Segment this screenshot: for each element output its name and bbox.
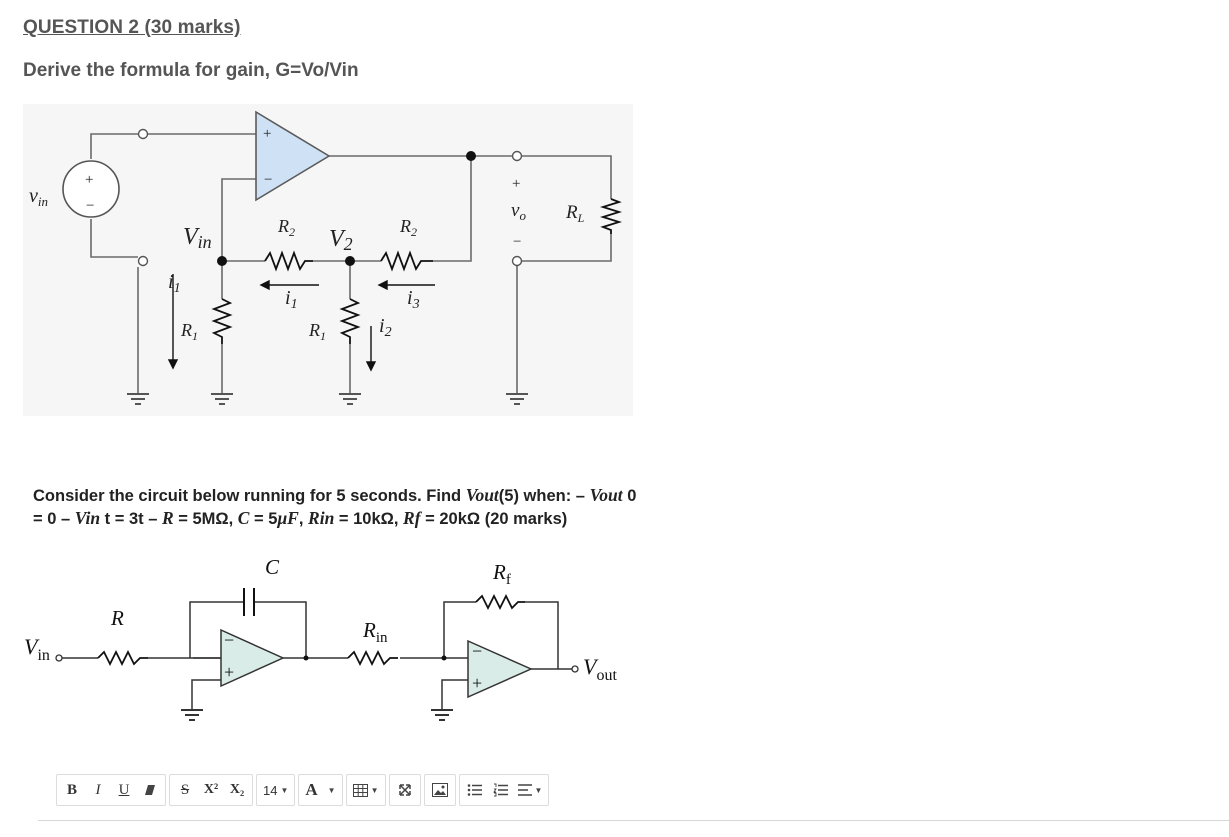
i1-left-label: i <box>168 271 174 293</box>
list-group: ▼ <box>458 774 550 806</box>
text-color-button[interactable]: A▼ <box>305 780 336 799</box>
svg-text:Vin: Vin <box>183 224 212 252</box>
opamp1-minus: − <box>264 172 272 188</box>
align-left-icon <box>517 784 532 796</box>
font-size-group: 14▼ <box>256 774 296 806</box>
table-button[interactable]: ▼ <box>349 776 383 804</box>
vo-label: v <box>511 200 520 221</box>
eraser-icon <box>145 785 155 795</box>
bold-button[interactable]: B <box>66 781 77 798</box>
r2-right-label: R <box>399 216 411 236</box>
i2-label: i <box>379 315 385 337</box>
svg-text:vin: vin <box>29 185 48 209</box>
format-group: B I U <box>56 774 166 806</box>
color-group: A▼ <box>298 774 343 806</box>
i1-mid-label: i <box>285 287 291 309</box>
chevron-down-icon: ▼ <box>370 785 379 795</box>
opamp2-minus: − <box>224 630 234 650</box>
insert-image-button[interactable] <box>427 776 453 804</box>
problem-line-2: = 0 – Vin t = 3t – R = 5MΩ, C = 5μF, Rin… <box>33 508 568 528</box>
question-subtitle: Derive the formula for gain, G=Vo/Vin <box>23 60 359 81</box>
numbered-list-button[interactable] <box>488 776 514 804</box>
circuit-diagram-2: − + − + Vin R C Rin Rf Vout <box>24 555 617 721</box>
v2-node-label: V <box>329 226 346 252</box>
chevron-down-icon: ▼ <box>280 785 289 795</box>
rl-label: R <box>565 202 578 223</box>
r-label: R <box>110 606 124 630</box>
strikethrough-button[interactable]: S <box>180 781 190 798</box>
r1-left-label: R <box>180 320 192 340</box>
table-group: ▼ <box>345 774 386 806</box>
editor-toolbar: B I U S X² X₂ 14▼ A▼ ▼ <box>56 774 550 806</box>
image-icon <box>431 783 448 797</box>
r1-right-label: R <box>308 320 320 340</box>
opamp3-plus: + <box>472 673 482 693</box>
fullscreen-button[interactable] <box>392 776 418 804</box>
font-size-select[interactable]: 14▼ <box>263 782 289 798</box>
vin2-label: V <box>24 634 40 659</box>
svg-text:R2: R2 <box>399 216 417 239</box>
r2-left-label: R <box>277 216 289 236</box>
svg-text:Rf: Rf <box>492 560 511 588</box>
svg-text:V2: V2 <box>329 226 353 254</box>
problem-line-1: Consider the circuit below running for 5… <box>33 485 637 505</box>
circuit-diagram-1: + − + − vin Vin V2 R2 R2 R1 <box>23 104 633 416</box>
source-label: v <box>29 185 38 207</box>
svg-text:vo: vo <box>511 200 526 223</box>
bullet-list-button[interactable] <box>462 776 488 804</box>
numbered-list-icon <box>492 783 508 797</box>
svg-text:Vout: Vout <box>583 654 617 684</box>
superscript-button[interactable]: X² <box>203 782 219 797</box>
italic-button[interactable]: I <box>95 781 101 798</box>
svg-text:R2: R2 <box>277 216 295 239</box>
image-group <box>423 774 456 806</box>
underline-button[interactable]: U <box>118 781 130 798</box>
svg-text:RL: RL <box>565 202 585 225</box>
chevron-down-icon: ▼ <box>534 785 543 795</box>
vout-label: V <box>583 654 599 679</box>
rin-label: R <box>362 618 376 642</box>
vin-node-label: V <box>183 224 200 250</box>
expand-icon <box>398 784 411 796</box>
svg-text:Rin: Rin <box>362 618 388 646</box>
chevron-down-icon: ▼ <box>327 785 336 795</box>
svg-text:i1: i1 <box>285 287 298 312</box>
subscript-button[interactable]: X₂ <box>229 782 245 797</box>
opamp1-plus: + <box>263 126 271 142</box>
source-minus: − <box>86 198 94 214</box>
svg-text:R1: R1 <box>308 320 326 343</box>
svg-text:R1: R1 <box>180 320 198 343</box>
table-icon <box>352 783 368 797</box>
opamp3-minus: − <box>472 641 482 661</box>
bullet-list-icon <box>467 784 482 796</box>
eraser-button[interactable] <box>137 776 163 804</box>
script-group: S X² X₂ <box>169 774 253 806</box>
rf-label: R <box>492 560 506 584</box>
c-label: C <box>265 555 280 579</box>
problem-statement: Consider the circuit below running for 5… <box>33 484 753 530</box>
i3-label: i <box>407 287 413 309</box>
vo-minus: − <box>513 234 521 250</box>
opamp2-plus: + <box>224 662 234 682</box>
svg-text:Vin: Vin <box>24 634 50 664</box>
svg-text:i1: i1 <box>168 271 181 296</box>
svg-text:i2: i2 <box>379 315 392 340</box>
expand-group <box>388 774 421 806</box>
question-title: QUESTION 2 (30 marks) <box>23 17 241 38</box>
source-plus: + <box>85 172 93 188</box>
align-button[interactable]: ▼ <box>514 776 547 804</box>
vo-plus: + <box>512 176 520 192</box>
editor-bottom-border <box>38 820 1229 821</box>
svg-text:i3: i3 <box>407 287 420 312</box>
